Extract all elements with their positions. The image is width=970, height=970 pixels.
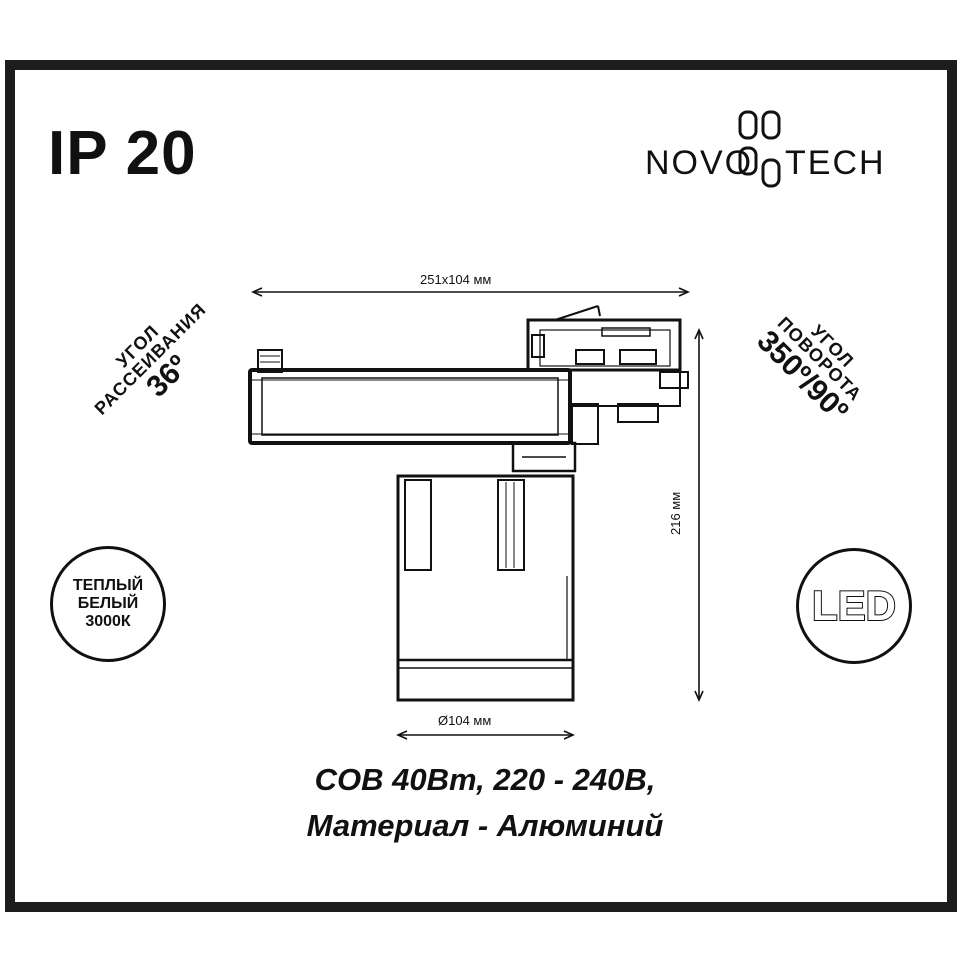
color-temperature-badge: ТЕПЛЫЙ БЕЛЫЙ 3000К xyxy=(50,546,166,662)
color-temp-line1: ТЕПЛЫЙ xyxy=(72,577,144,595)
overall-dimension-label: 251x104 мм xyxy=(420,272,492,287)
ip-rating: IP 20 xyxy=(48,119,197,188)
led-badge: LED xyxy=(796,548,912,664)
drawing-frame xyxy=(5,60,957,912)
color-temp-line3: 3000К xyxy=(85,612,131,630)
spec-line-power: COB 40Вт, 220 - 240В, xyxy=(314,762,656,797)
luminaire xyxy=(248,305,689,702)
diameter-dimension-label: Ø104 мм xyxy=(438,713,492,728)
svg-text:TECH: TECH xyxy=(785,144,886,182)
novotech-logo: NOVO TECH xyxy=(645,108,915,193)
spec-line-material: Материал - Алюминий xyxy=(306,808,664,843)
led-badge-text: LED xyxy=(811,581,897,630)
svg-text:NOVO: NOVO xyxy=(645,144,753,182)
color-temp-line2: БЕЛЫЙ xyxy=(77,595,139,613)
